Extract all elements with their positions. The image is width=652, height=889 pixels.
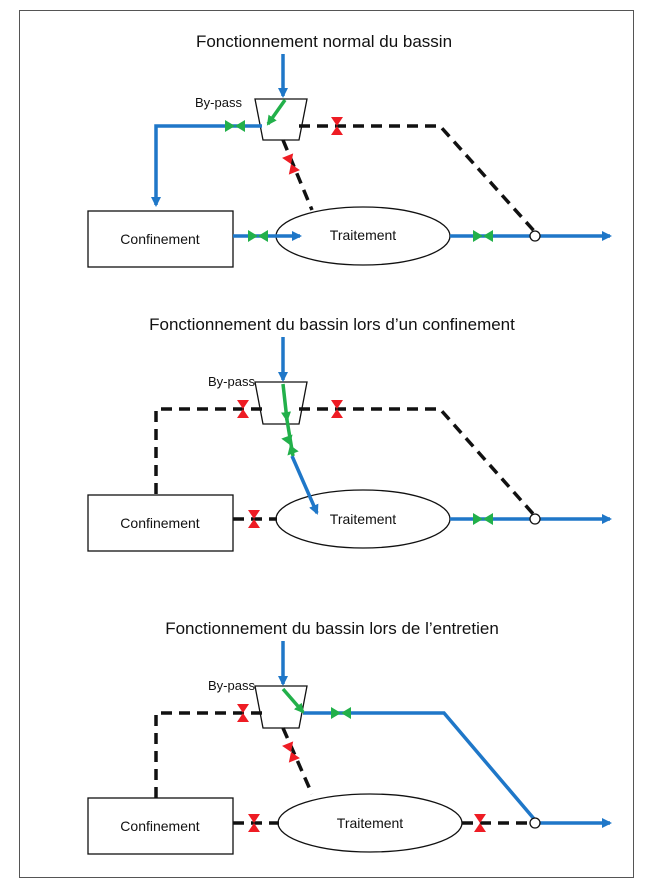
bypass-chamber [254,381,308,425]
bypass-internal-flow [281,687,305,714]
valve-open [281,434,299,456]
containment-box [87,210,234,268]
bypass-internal-flow [266,98,287,126]
containment-feed-inactive [154,711,262,798]
junction-node [529,513,541,525]
containment-box [87,797,234,855]
junction-node [529,817,541,829]
containment-box [87,494,234,552]
treatment-feed-inactive [281,139,314,211]
panel-title: Fonctionnement du bassin lors de l’entre… [165,619,499,638]
panel-title: Fonctionnement du bassin lors d’un confi… [149,315,515,334]
valve-open [473,230,493,242]
valve-open [248,230,268,242]
panel-normal: Fonctionnement normal du bassin By-pass … [87,32,612,268]
containment-label: Confinement [120,818,199,834]
valve-closed [282,741,300,763]
valve-open [473,513,493,525]
containment-label: Confinement [120,231,199,247]
treatment-label: Traitement [337,815,404,831]
bypass-label: By-pass [208,678,255,693]
bypass-label: By-pass [195,95,242,110]
junction-node [529,230,541,242]
containment-feed-inactive [154,407,262,494]
containment-feed-flow [151,124,262,207]
bypass-internal-arrow [281,411,291,422]
panel-maintenance: Fonctionnement du bassin lors de l’entre… [87,619,612,855]
bypass-pipe-inactive [299,407,537,518]
containment-label: Confinement [120,515,199,531]
treatment-label: Traitement [330,511,397,527]
panel-confinement: Fonctionnement du bassin lors d’un confi… [87,315,612,552]
valve-open [331,707,351,719]
valve-closed [282,153,300,175]
figure-frame [19,10,634,878]
panel-title: Fonctionnement normal du bassin [196,32,452,51]
valve-open [225,120,245,132]
bypass-label: By-pass [208,374,255,389]
treatment-feed-flow [290,455,319,515]
bypass-pipe-inactive [299,124,537,234]
treatment-label: Traitement [330,227,397,243]
treatment-feed-inactive [281,727,314,795]
